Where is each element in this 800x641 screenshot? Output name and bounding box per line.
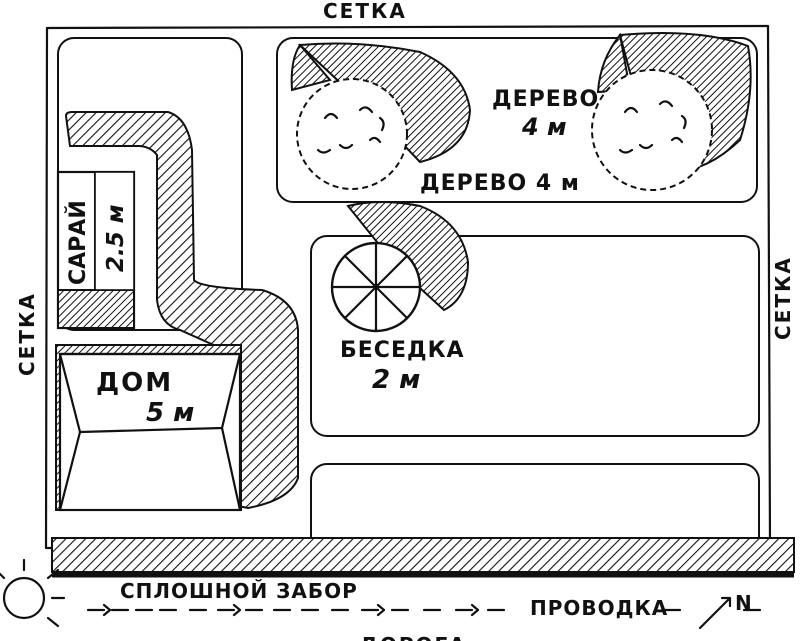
shed-label: САРАЙ (65, 200, 91, 285)
house-height-label: 5 м (146, 398, 194, 428)
wiring-label: ПРОВОДКА (530, 596, 668, 620)
solid-fence-label: СПЛОШНОЙ ЗАБОР (120, 579, 358, 603)
fence-top-label: СЕТКА (323, 0, 407, 23)
north-label: N (735, 591, 752, 615)
garden-bed-trees (276, 37, 758, 203)
tree-1-height: 4 м (521, 113, 567, 141)
fence-left-label: СЕТКА (15, 292, 39, 376)
road-label: ДОРОГА (360, 633, 467, 641)
tree-2-label: ДЕРЕВО 4 м (420, 171, 580, 196)
gazebo-height: 2 м (372, 365, 420, 395)
house-label: ДОМ (96, 368, 173, 398)
tree-1 (290, 42, 472, 190)
shed-height-label: 2.5 м (103, 204, 129, 272)
house: ДОМ 5 м (55, 344, 242, 512)
tree-1-name: ДЕРЕВО (492, 87, 599, 112)
garden-bed-gazebo (310, 235, 760, 437)
fence-right-label: СЕТКА (771, 256, 795, 340)
sun-icon (0, 558, 66, 628)
tree-2 (591, 32, 752, 191)
solid-fence (51, 537, 795, 573)
north-arrow-icon (698, 596, 732, 630)
gazebo (330, 201, 470, 333)
gazebo-label: БЕСЕДКА (340, 338, 465, 363)
shed: САРАЙ 2.5 м (56, 170, 136, 330)
